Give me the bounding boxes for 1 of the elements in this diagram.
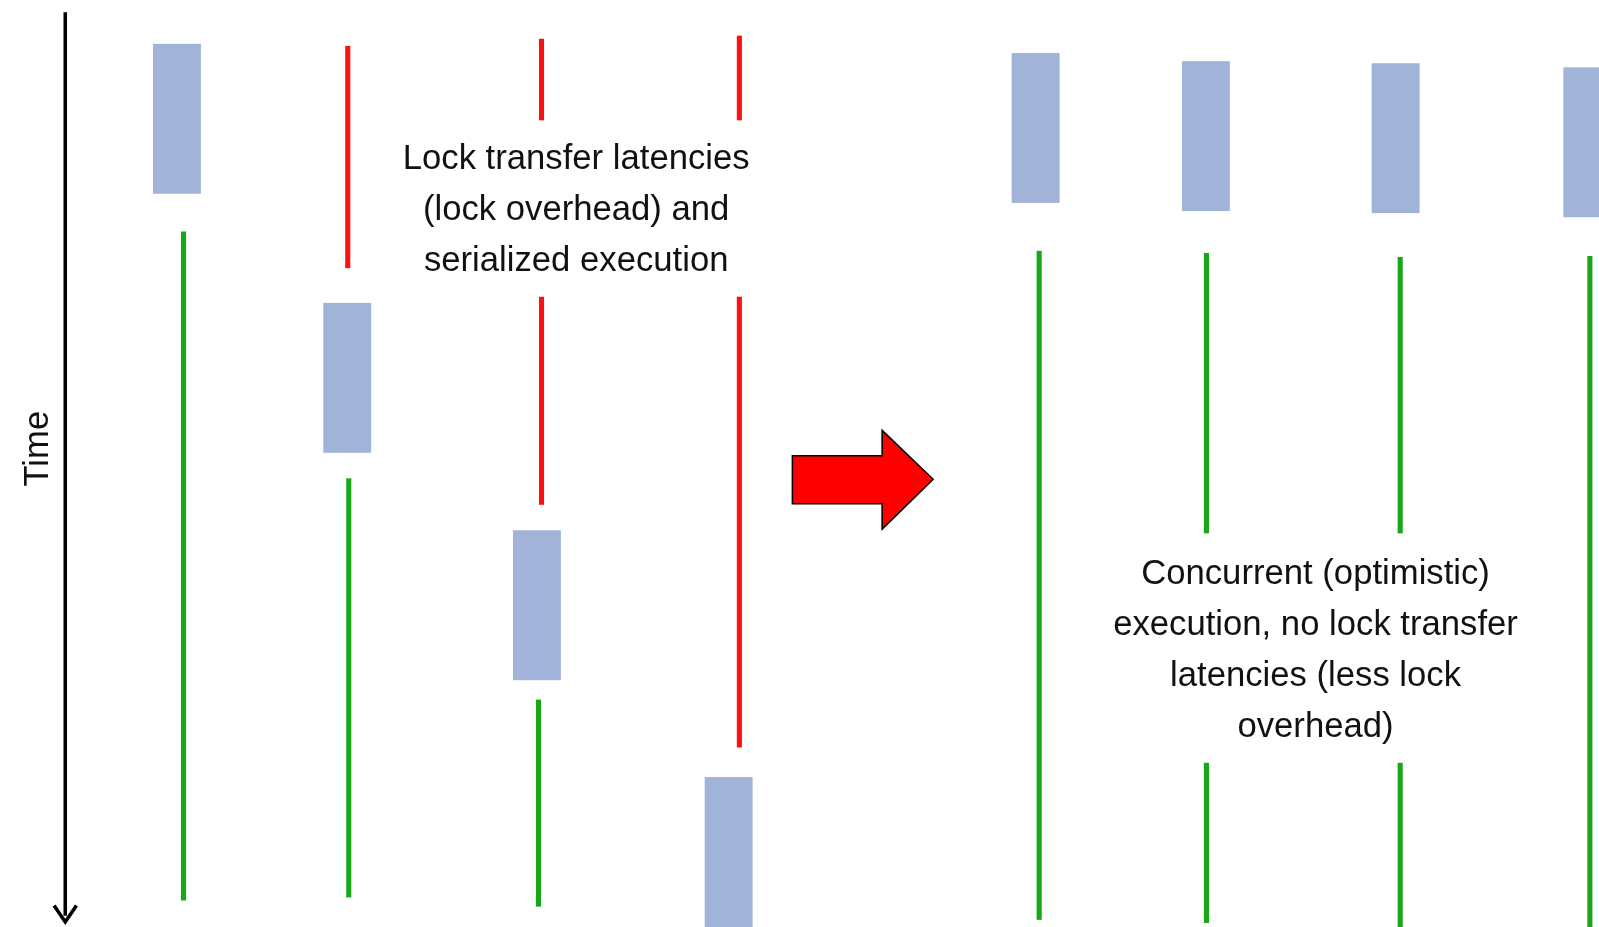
- axis-label: Time: [15, 409, 57, 489]
